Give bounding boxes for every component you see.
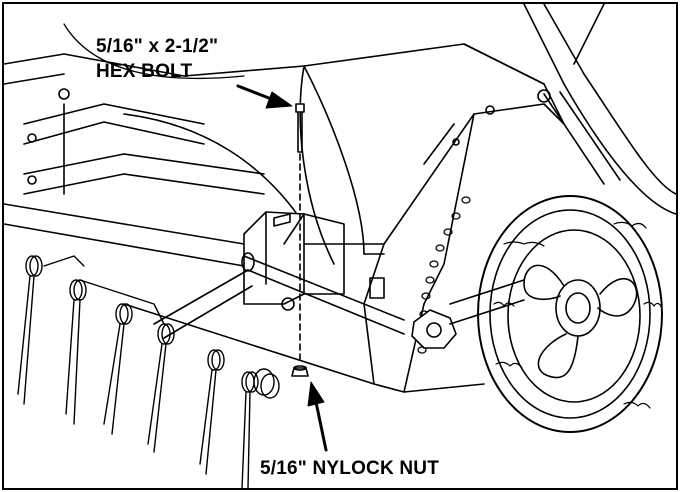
bolt-leader-arrow: [236, 84, 293, 109]
aerator-tines: [17, 255, 280, 488]
axle-shaft: [153, 252, 405, 339]
tine-2: [65, 279, 87, 425]
tine-4: [147, 323, 175, 453]
label-swoosh: [63, 23, 245, 80]
mounting-bracket: [243, 211, 345, 311]
aerator-body: [123, 43, 565, 393]
hex-bolt: [295, 103, 305, 153]
frame-bars: [4, 53, 385, 267]
hex-bolt-type-label: HEX BOLT: [96, 61, 193, 82]
nylock-nut: [291, 365, 309, 377]
hex-bolt-callout: 5/16" x 2-1/2" HEX BOLT: [96, 34, 218, 84]
assembly-drawing: [4, 4, 676, 488]
tine-3: [103, 303, 133, 435]
nylock-nut-callout: 5/16" NYLOCK NUT: [260, 458, 440, 479]
wheel: [477, 195, 663, 433]
adjustment-knob: [411, 279, 525, 349]
handle-tubes: [523, 4, 676, 215]
tine-5: [199, 349, 225, 475]
nut-leader-arrow: [307, 381, 328, 452]
tine-1: [17, 255, 43, 405]
hex-bolt-size-label: 5/16" x 2-1/2": [96, 36, 219, 57]
